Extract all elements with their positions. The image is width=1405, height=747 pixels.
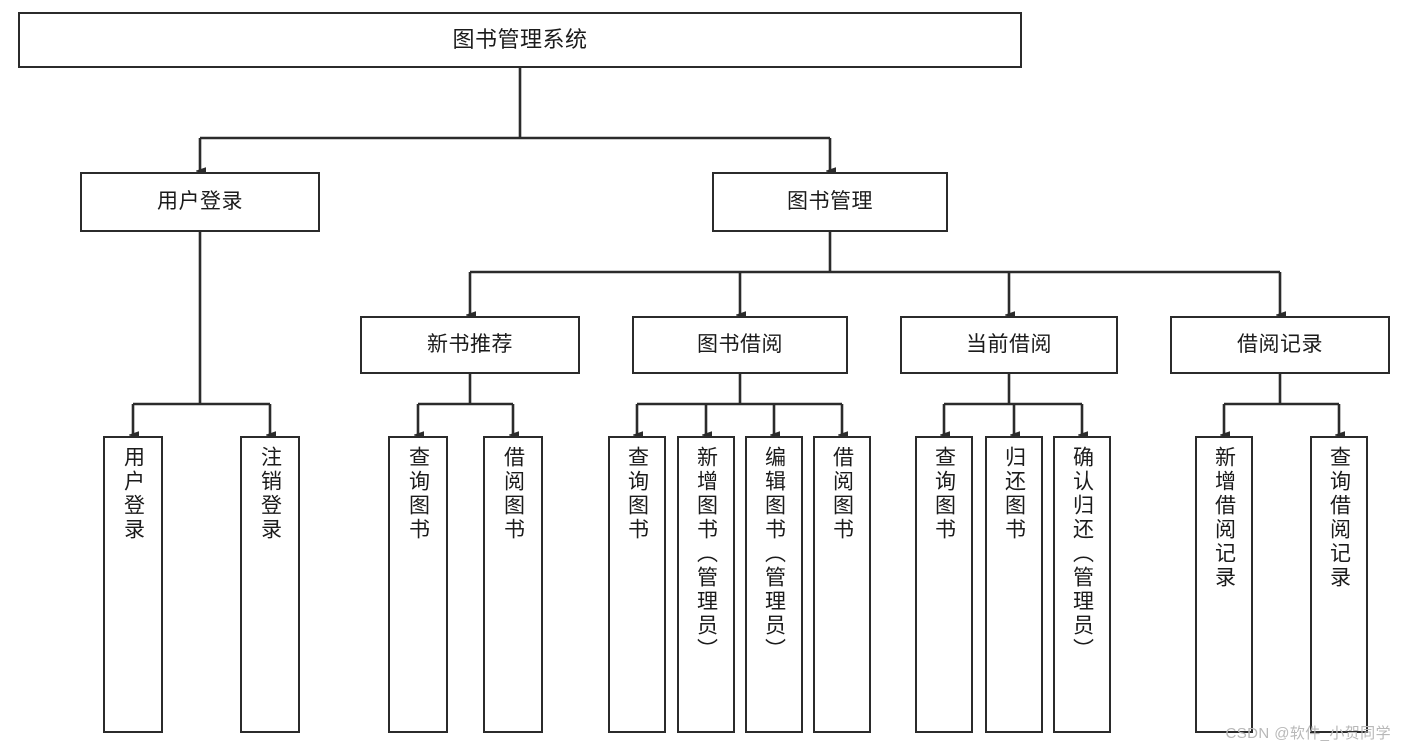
node-label: 新书推荐 [427, 333, 513, 357]
node-label: 借阅图书 [830, 446, 854, 542]
node-label: 图书管理 [787, 190, 873, 214]
node-label: 查询图书 [932, 446, 956, 542]
node-leaf-query-record[interactable]: 查询借阅记录 [1310, 436, 1368, 733]
node-leaf-confirm-return[interactable]: 确认归还（管理员） [1053, 436, 1111, 733]
node-book-borrow[interactable]: 图书借阅 [632, 316, 848, 374]
node-label: 图书借阅 [697, 333, 783, 357]
node-leaf-return-book[interactable]: 归还图书 [985, 436, 1043, 733]
node-label: 借阅记录 [1237, 333, 1323, 357]
node-leaf-borrow-book-1[interactable]: 借阅图书 [483, 436, 543, 733]
node-leaf-query-book-2[interactable]: 查询图书 [608, 436, 666, 733]
node-current-borrow[interactable]: 当前借阅 [900, 316, 1118, 374]
node-label: 用户登录 [157, 190, 243, 214]
node-label: 图书管理系统 [452, 26, 588, 52]
node-label: 借阅图书 [501, 446, 525, 542]
node-label: 归还图书 [1002, 446, 1026, 542]
node-root[interactable]: 图书管理系统 [18, 12, 1022, 68]
node-leaf-add-book[interactable]: 新增图书（管理员） [677, 436, 735, 733]
node-borrow-record[interactable]: 借阅记录 [1170, 316, 1390, 374]
node-label: 查询借阅记录 [1327, 446, 1351, 590]
node-leaf-edit-book[interactable]: 编辑图书（管理员） [745, 436, 803, 733]
node-label: 新增借阅记录 [1212, 446, 1236, 590]
node-user-login[interactable]: 用户登录 [80, 172, 320, 232]
node-label: 确认归还（管理员） [1070, 446, 1094, 662]
node-label: 查询图书 [625, 446, 649, 542]
node-leaf-borrow-book-2[interactable]: 借阅图书 [813, 436, 871, 733]
node-label: 查询图书 [406, 446, 430, 542]
node-leaf-add-record[interactable]: 新增借阅记录 [1195, 436, 1253, 733]
node-leaf-query-book-3[interactable]: 查询图书 [915, 436, 973, 733]
node-leaf-query-book-1[interactable]: 查询图书 [388, 436, 448, 733]
node-leaf-user-login[interactable]: 用户登录 [103, 436, 163, 733]
node-label: 当前借阅 [966, 333, 1052, 357]
node-label: 注销登录 [258, 446, 282, 542]
node-label: 编辑图书（管理员） [762, 446, 786, 662]
node-label: 新增图书（管理员） [694, 446, 718, 662]
node-leaf-logout[interactable]: 注销登录 [240, 436, 300, 733]
node-book-manage[interactable]: 图书管理 [712, 172, 948, 232]
node-label: 用户登录 [121, 446, 145, 542]
node-new-book-recommend[interactable]: 新书推荐 [360, 316, 580, 374]
